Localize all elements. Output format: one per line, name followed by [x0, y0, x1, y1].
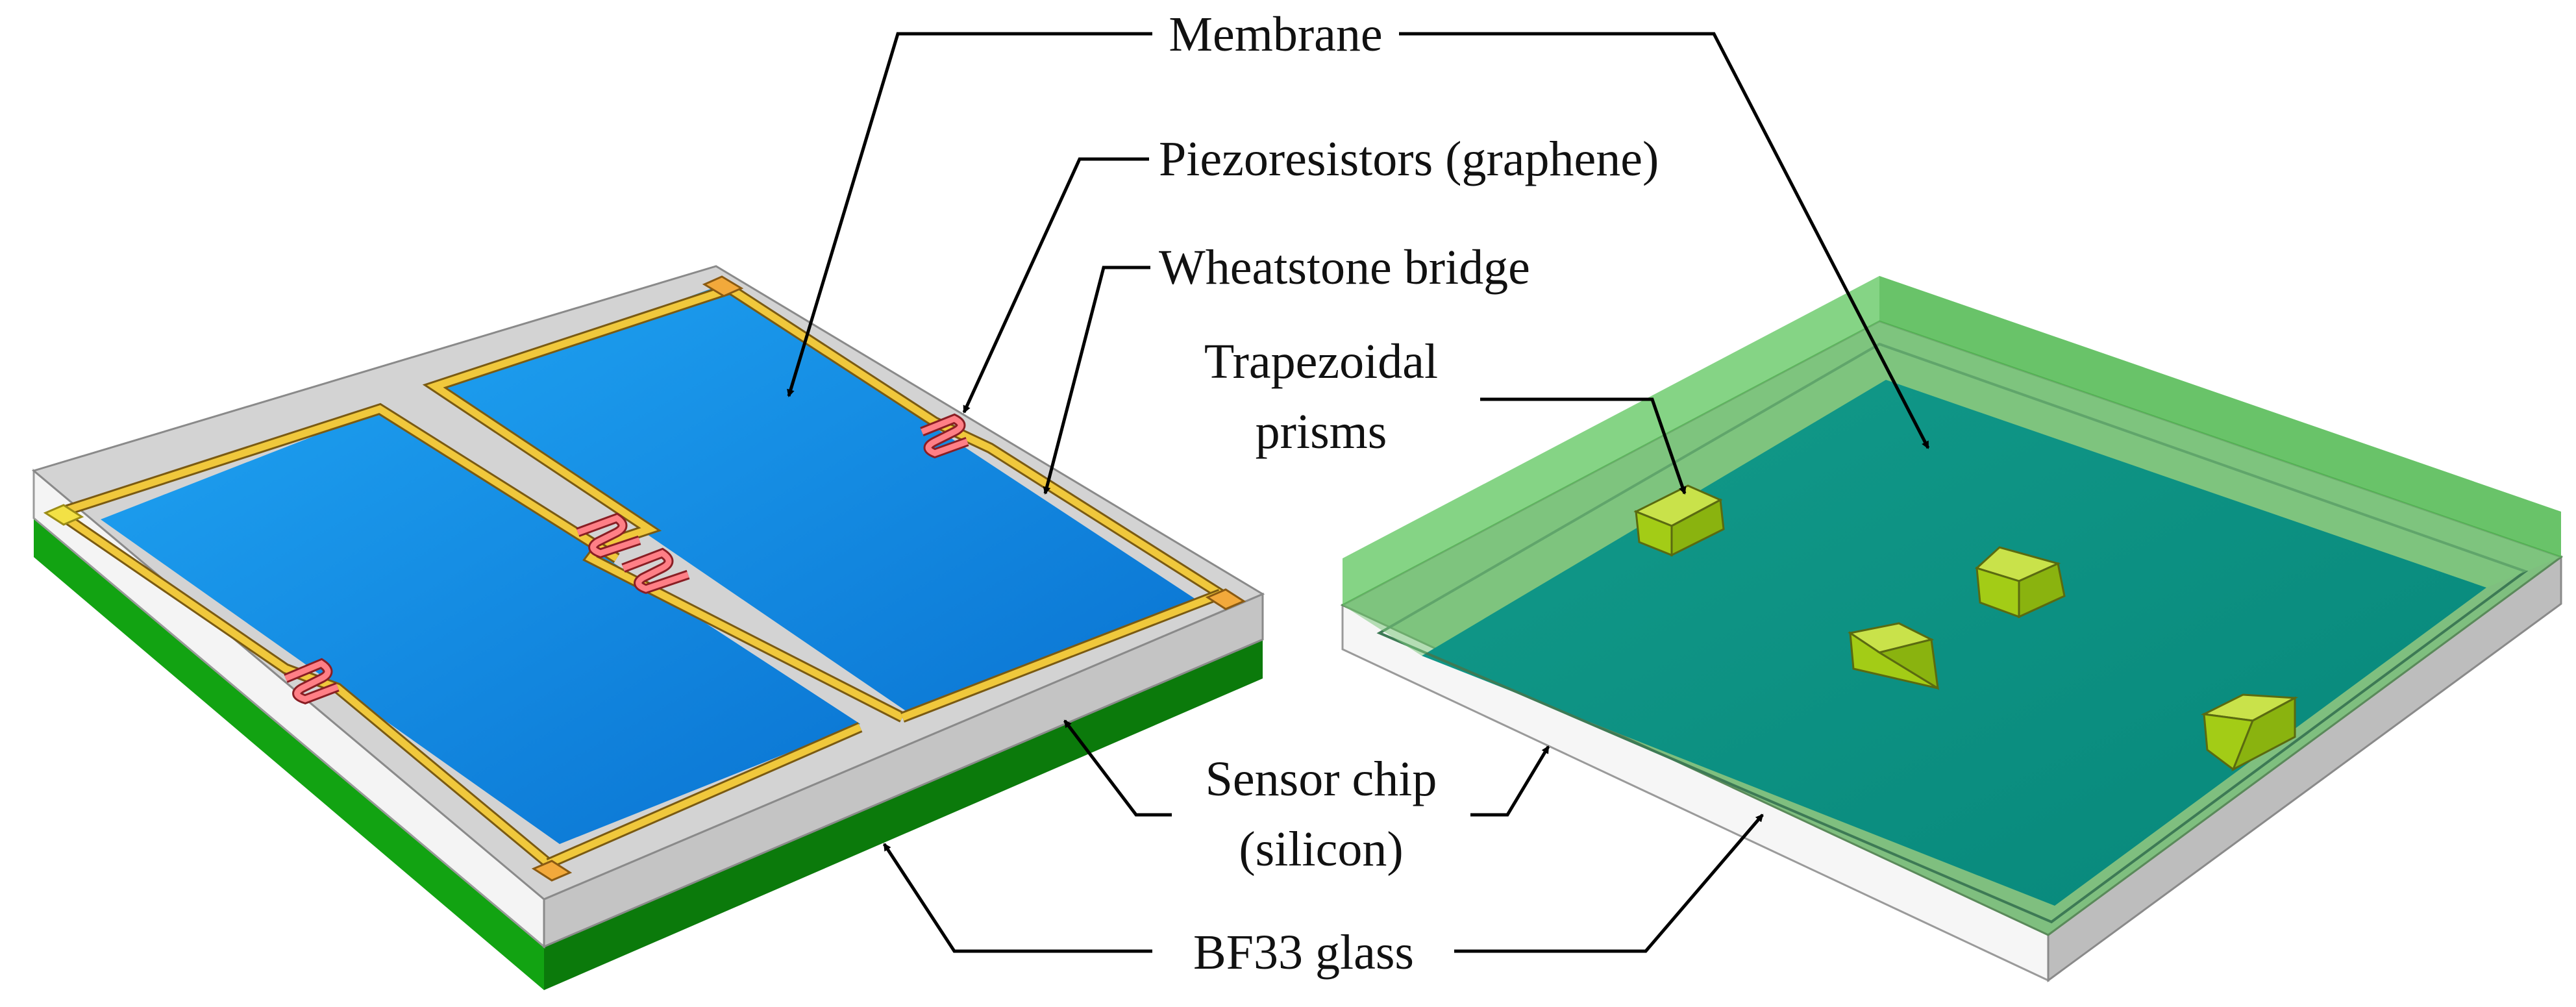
- piezoresistor-left: [284, 658, 340, 704]
- left-pad-left: [43, 504, 84, 526]
- leader-lines: [787, 32, 1930, 953]
- label-sensor-chip-line2: (silicon): [1239, 822, 1403, 876]
- prism-1: [1633, 484, 1725, 557]
- label-trapezoidal-line1: Trapezoidal: [1204, 334, 1438, 389]
- left-glass-right-face: [544, 640, 1263, 990]
- piezoresistor-center-b: [621, 547, 690, 594]
- left-pad-top: [702, 275, 744, 297]
- piezoresistor-leader: [962, 157, 1149, 414]
- right-coating-top-rim: [1879, 321, 2561, 588]
- piezoresistor-center-a: [576, 512, 641, 558]
- trapezoidal-leader: [1480, 397, 1687, 495]
- sensor-chip-right-leader: [1470, 745, 1550, 817]
- membrane-left-leader: [787, 32, 1152, 397]
- label-bf33-glass: BF33 glass: [1193, 925, 1414, 980]
- wheatstone-leader: [1043, 266, 1150, 495]
- left-pad-right: [1205, 588, 1246, 610]
- right-coating-back-right: [1879, 276, 2561, 557]
- label-trapezoidal-line2: prisms: [1256, 404, 1387, 459]
- labels: Membrane Piezoresistors (graphene) Wheat…: [1159, 7, 1659, 980]
- right-sensor-chip: [1340, 276, 2564, 982]
- left-sensor-chip: [31, 265, 1265, 990]
- right-coating-left-rim: [1343, 321, 1886, 656]
- label-membrane: Membrane: [1169, 7, 1382, 62]
- left-glass-front-face: [34, 518, 544, 990]
- left-piezoresistors: [284, 413, 969, 704]
- left-membrane-a: [101, 410, 860, 844]
- bf33-right-leader: [1454, 814, 1764, 953]
- label-piezoresistors: Piezoresistors (graphene): [1159, 132, 1659, 186]
- label-wheatstone: Wheatstone bridge: [1159, 240, 1530, 295]
- prism-4: [2200, 693, 2299, 772]
- prism-2: [1975, 546, 2066, 619]
- piezoresistor-right: [920, 413, 969, 459]
- sensor-chip-left-leader: [1063, 719, 1172, 817]
- bf33-left-leader: [882, 843, 1152, 953]
- right-coating-back-left: [1343, 276, 1879, 605]
- label-sensor-chip-line1: Sensor chip: [1206, 752, 1437, 806]
- prism-3: [1848, 622, 1939, 690]
- membrane-right-leader: [1399, 32, 1930, 449]
- left-pad-bottom: [531, 860, 573, 882]
- left-membrane-b: [435, 286, 1198, 717]
